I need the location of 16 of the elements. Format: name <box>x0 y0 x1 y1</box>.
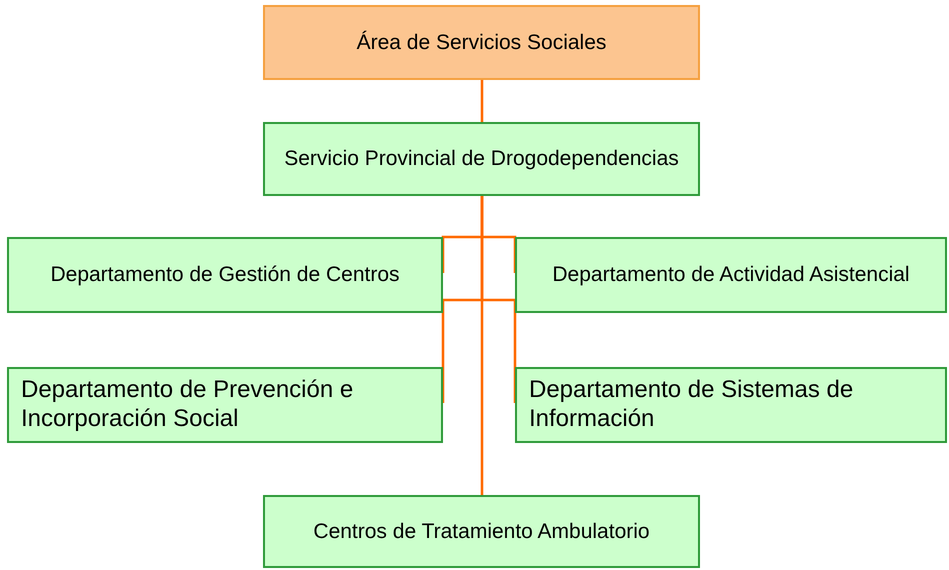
org-box <box>7 237 443 313</box>
unit-name: Servicio Provincial de Drogodependencias <box>284 146 679 172</box>
connector-line <box>480 80 484 122</box>
org-box <box>515 237 947 313</box>
unit-name: Departamento de Sistemas de Información <box>529 376 854 434</box>
org-box <box>7 367 443 443</box>
unit-name: Centros de Tratamiento Ambulatorio <box>313 518 650 544</box>
org-box <box>263 5 700 80</box>
unit-name: Departamento de Actividad Asistencial <box>552 262 910 288</box>
org-box <box>515 367 947 443</box>
org-box <box>263 495 700 568</box>
connector-line <box>480 196 484 495</box>
org-box <box>263 122 700 196</box>
unit-name: Departamento de Gestión de Centros <box>50 262 400 288</box>
unit-name: Área de Servicios Sociales <box>356 30 606 56</box>
unit-name: Departamento de Prevención e Incorporación Social <box>21 376 354 434</box>
